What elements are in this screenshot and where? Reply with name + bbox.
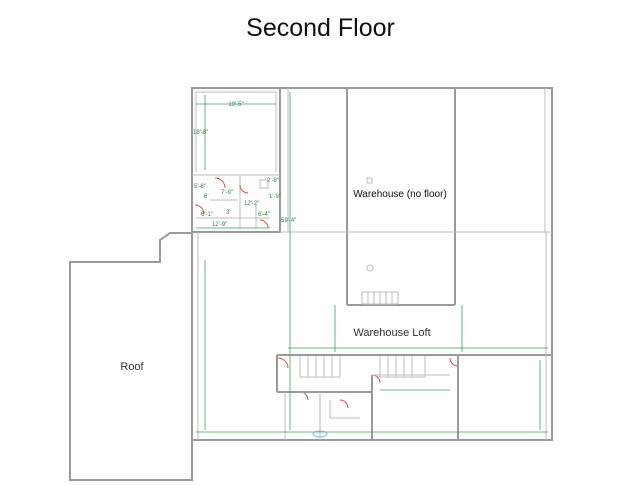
room-label-warehouse-loft: Warehouse Loft xyxy=(353,327,430,339)
page-title: Second Floor xyxy=(246,14,395,42)
dim-59-4: 59'-4" xyxy=(281,218,296,224)
roof-outline xyxy=(69,232,193,481)
room-label-roof: Roof xyxy=(120,361,144,373)
dim-6: 6' xyxy=(204,194,208,200)
dim-office-depth: 18'-8" xyxy=(193,130,208,136)
dim-5-8: 5'-8" xyxy=(194,184,206,190)
dim-3: 3' xyxy=(226,210,230,216)
dim-12-2: 12'-2" xyxy=(244,201,259,207)
dim-2-8: 2'-8" xyxy=(267,178,279,184)
dim-7-9: 7'-9" xyxy=(221,190,233,196)
building-outline xyxy=(191,87,553,441)
dim-12-9: 12'-9" xyxy=(212,222,227,228)
dim-6-4: 6'-4" xyxy=(258,212,270,218)
dim-1-9: 1'-9" xyxy=(269,194,281,200)
dim-6-1: 6'-1" xyxy=(201,212,213,218)
dim-office-width: 19'-5" xyxy=(228,102,243,108)
room-label-warehouse-no-floor: Warehouse (no floor) xyxy=(353,189,447,200)
